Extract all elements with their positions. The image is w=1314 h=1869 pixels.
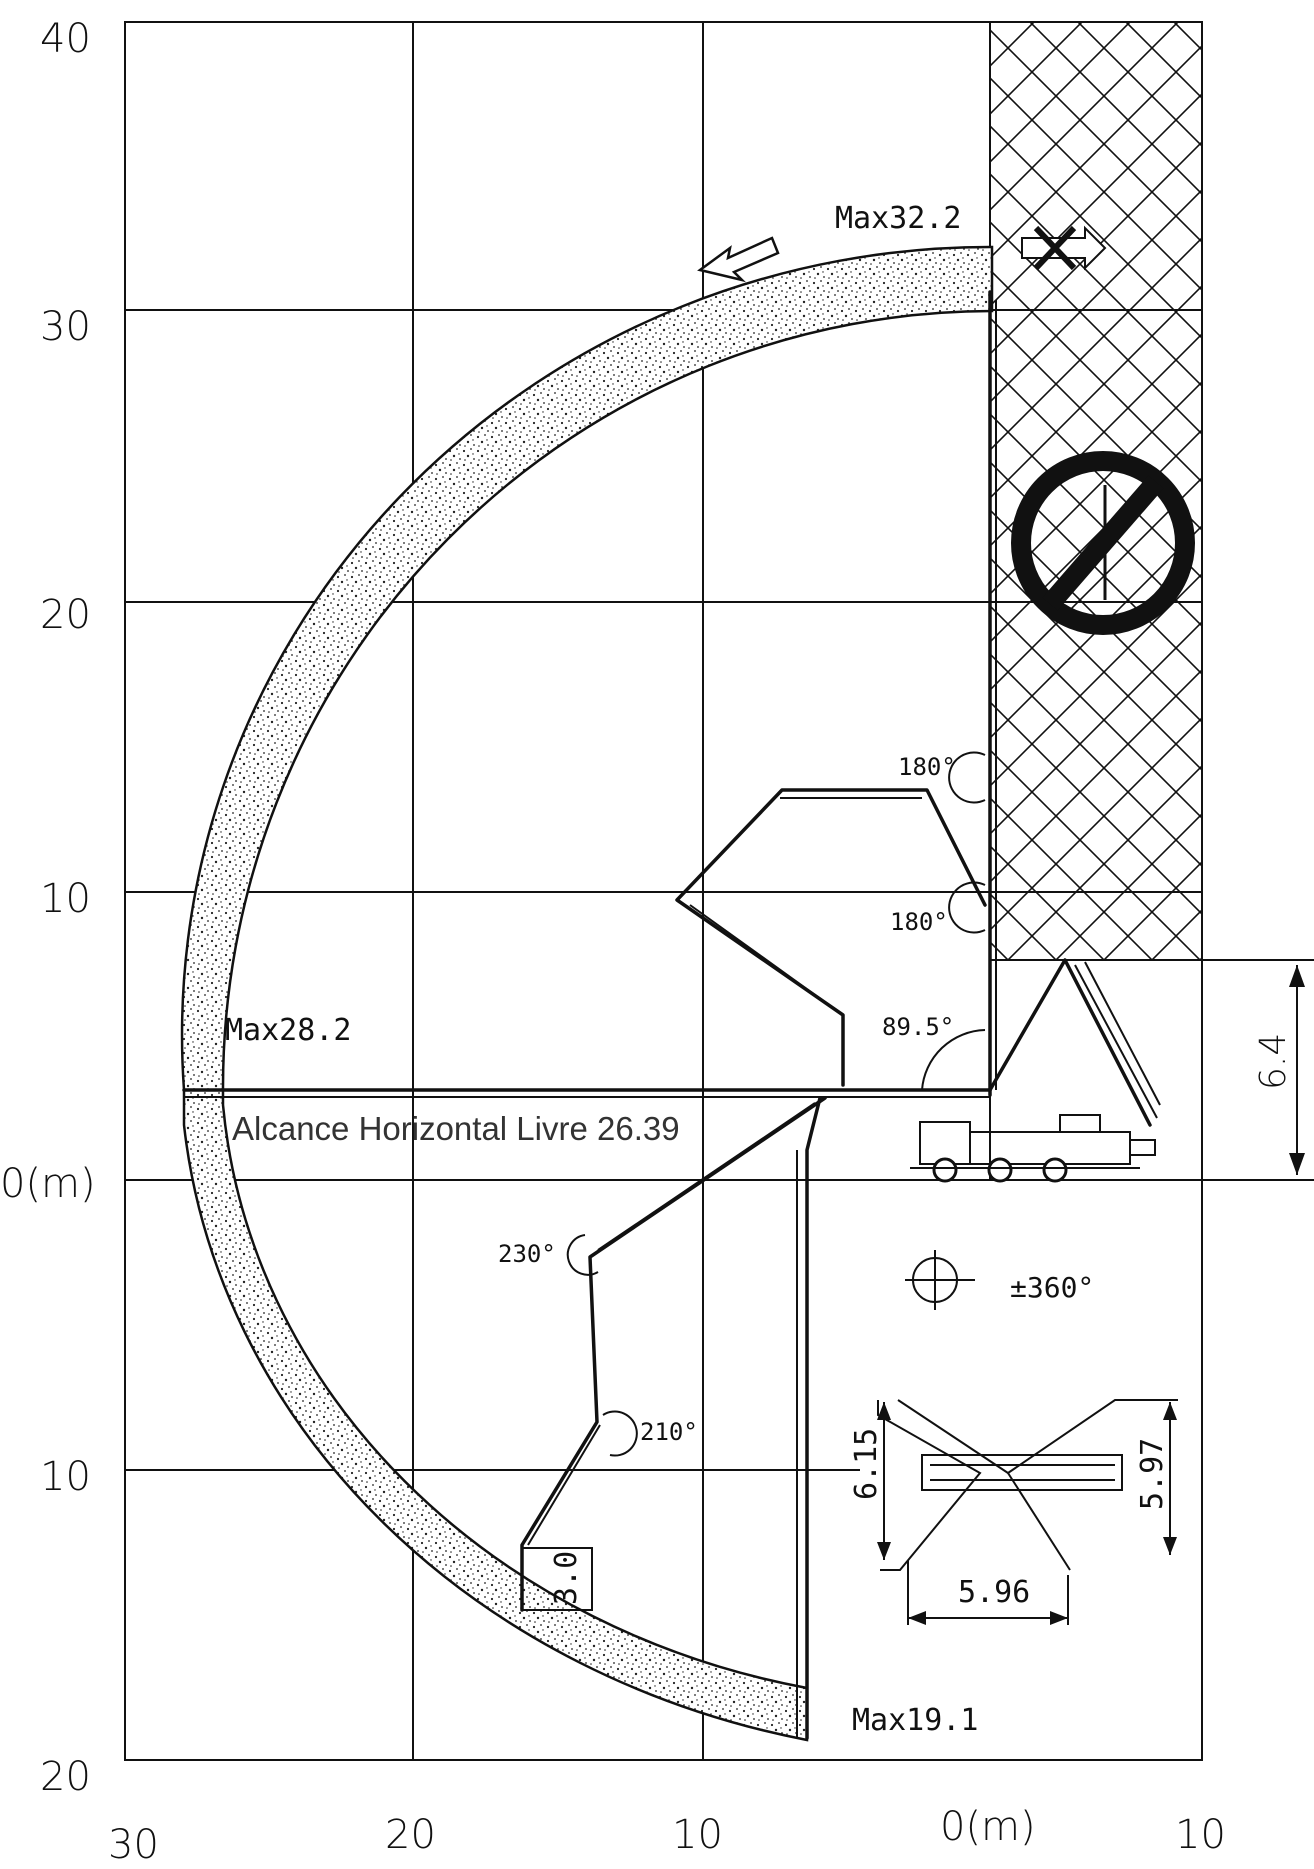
boom-lower-fold (520, 1096, 827, 1612)
dim-596-label: 5.96 (958, 1575, 1030, 1610)
y-label-10: 10 (40, 876, 91, 922)
boom-raised-stowed (988, 958, 1161, 1127)
boom-folded-upper (675, 788, 987, 1087)
rotation-icon (905, 1250, 975, 1310)
angle-arcs (566, 751, 986, 1457)
y-label-origin: 0(m) (0, 1161, 96, 1207)
angle-180-top-label: 180° (898, 753, 956, 781)
truck-icon (910, 1114, 1156, 1183)
height-64-label: 6.4 (1253, 1033, 1294, 1090)
angle-210-label: 210° (640, 1418, 698, 1446)
prohibited-icon (1011, 451, 1195, 635)
y-label-20: 20 (40, 592, 91, 638)
y-label-30: 30 (40, 304, 91, 350)
height-dimension (1289, 965, 1305, 1175)
direction-arrow-icon (697, 236, 780, 283)
angle-89-label: 89.5° (882, 1013, 954, 1041)
blocked-arrow-icon (1021, 225, 1107, 271)
x-label-pos10: 10 (1175, 1812, 1226, 1858)
outrigger-plan-icon (877, 1399, 1178, 1625)
dim-597-label: 5.97 (1135, 1438, 1170, 1510)
angle-180-mid-label: 180° (890, 908, 948, 936)
max-height-label: Max32.2 (835, 201, 961, 236)
grid (124, 21, 1314, 1761)
angle-230-label: 230° (498, 1240, 556, 1268)
horizontal-reach-label: Alcance Horizontal Livre 26.39 (232, 1110, 680, 1147)
y-label-40: 40 (40, 16, 91, 62)
y-label-neg10: 10 (40, 1454, 91, 1500)
reach-envelope-band (180, 245, 994, 1742)
x-label-20: 20 (385, 1812, 436, 1858)
boom-vertical (988, 290, 997, 1097)
dim-30-label: 3.0 (549, 1551, 584, 1605)
x-label-30: 30 (108, 1822, 159, 1868)
y-label-neg20: 20 (40, 1754, 91, 1800)
rotation-label: ±360° (1010, 1271, 1094, 1304)
x-label-10: 10 (672, 1812, 723, 1858)
max-horizontal-label: Max28.2 (225, 1013, 351, 1048)
boom-lower-vertical (796, 1096, 822, 1740)
dim-615-label: 6.15 (849, 1428, 884, 1500)
boom-horizontal (182, 1088, 992, 1098)
max-depth-label: Max19.1 (852, 1703, 978, 1738)
x-label-origin: 0(m) (940, 1804, 1036, 1850)
